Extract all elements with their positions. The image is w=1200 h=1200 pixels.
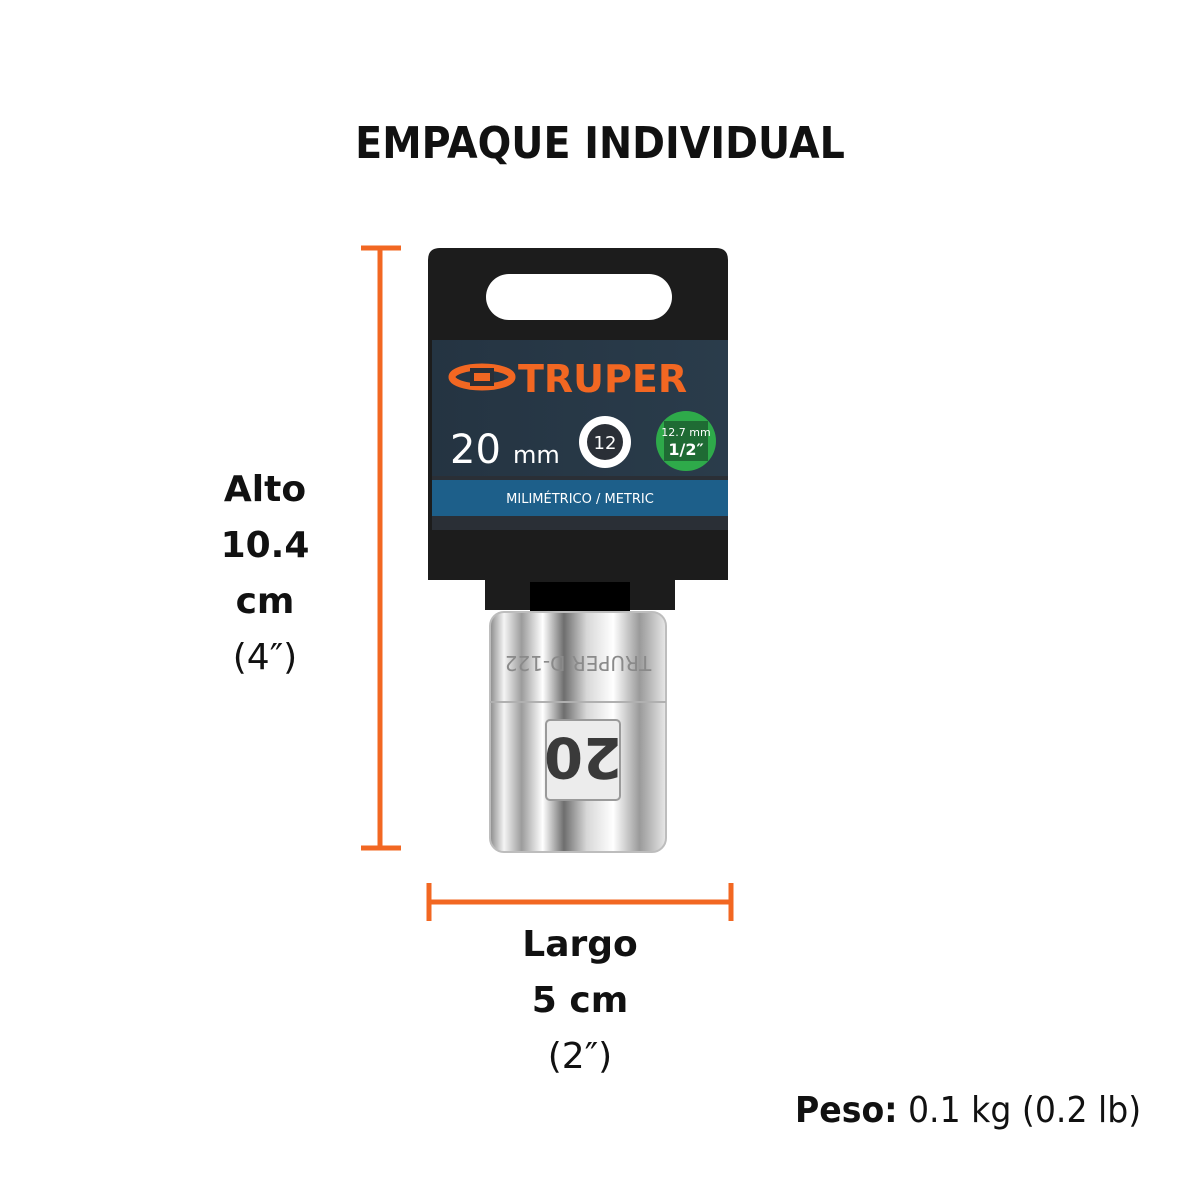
height-metric: 10.4 cm <box>220 525 310 622</box>
weight-label: Peso: <box>795 1090 898 1131</box>
height-imperial: (4″) <box>232 637 298 678</box>
package-card: TRUPER 20 mm 12 12.7 mm 1/2″ MILIMÉTRICO… <box>428 248 728 612</box>
height-label: Alto <box>223 469 307 510</box>
height-dimension-line <box>361 245 401 851</box>
socket-clip <box>530 582 630 612</box>
socket-size-unit: mm <box>513 441 560 469</box>
measurement-system: MILIMÉTRICO / METRIC <box>506 491 654 507</box>
brand-name: TRUPER <box>518 357 687 401</box>
12-point-icon: 12 <box>579 416 631 468</box>
weight-info: Peso: 0.1 kg (0.2 lb) <box>795 1090 1141 1131</box>
height-dimension-label: Alto 10.4 cm (4″) <box>190 462 340 686</box>
system-band <box>432 480 728 516</box>
length-imperial: (2″) <box>547 1036 613 1077</box>
hang-hole <box>486 274 672 320</box>
socket-size-plate <box>545 719 621 801</box>
weight-value: 0.1 kg (0.2 lb) <box>907 1090 1142 1131</box>
page-title: EMPAQUE INDIVIDUAL <box>355 118 845 169</box>
drive-size-badge: 12.7 mm 1/2″ <box>656 411 716 471</box>
socket-size: 20 <box>450 427 501 473</box>
length-label: Largo <box>522 924 638 965</box>
svg-text:12.7 mm: 12.7 mm <box>661 426 710 439</box>
length-dimension-label: Largo 5 cm (2″) <box>480 917 680 1085</box>
length-metric: 5 cm <box>531 980 629 1021</box>
truper-logo-icon <box>448 363 516 391</box>
svg-text:12: 12 <box>594 433 617 454</box>
svg-text:1/2″: 1/2″ <box>668 440 703 459</box>
socket-engraving: TRUPER D-122 <box>505 651 653 675</box>
socket-size-marking: 20 <box>544 724 622 789</box>
length-dimension-line <box>426 883 734 921</box>
socket: TRUPER D-122 20 <box>489 611 667 853</box>
